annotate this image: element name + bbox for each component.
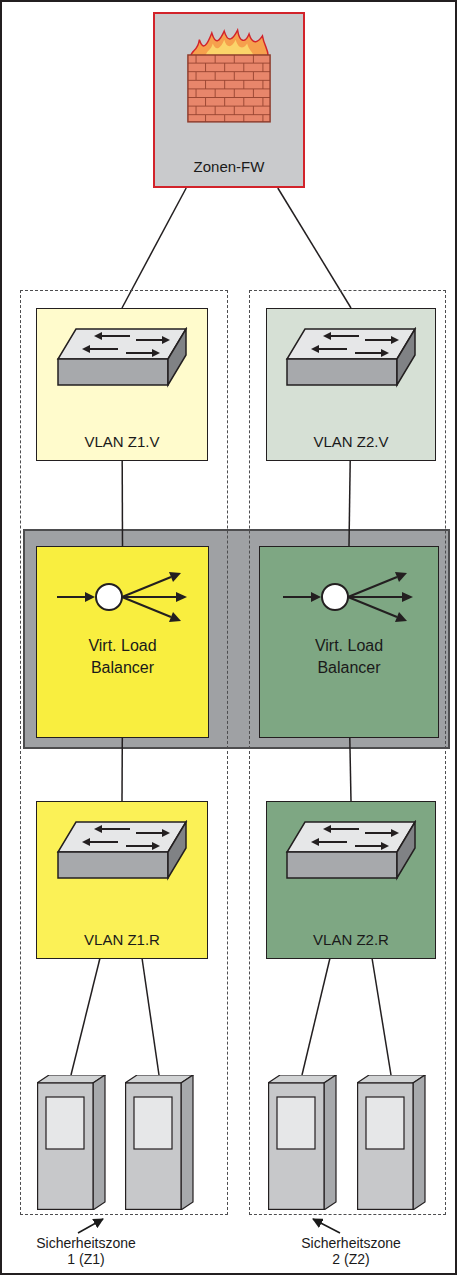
vlan-switch-box: VLAN Z2.V	[266, 308, 436, 461]
node-label: Zonen-FW	[194, 158, 265, 176]
node-icon	[279, 567, 419, 627]
vlan-switch-box: VLAN Z2.R	[266, 801, 436, 959]
load-balancer-box: Virt. Load Balancer	[259, 546, 439, 738]
zone-label: Sicherheitszone 2 (Z2)	[298, 1235, 404, 1267]
node-label: VLAN Z2.V	[313, 433, 388, 451]
security-zone: Sicherheitszone 1 (Z1)VLAN Z1.VVirt. Loa…	[20, 290, 228, 1215]
node-label: Virt. Load Balancer	[294, 635, 404, 679]
node-label: Virt. Load Balancer	[68, 635, 178, 679]
connector-line	[121, 738, 123, 801]
firewall-box: Zonen-FW	[153, 12, 305, 188]
node-icon	[186, 28, 272, 124]
load-balancer-box: Virt. Load Balancer	[36, 546, 209, 738]
connector-line	[350, 738, 351, 801]
node-icon	[53, 567, 193, 627]
node-icon	[56, 820, 188, 882]
connector-line	[349, 461, 350, 546]
security-zone: Sicherheitszone 2 (Z2)VLAN Z2.VVirt. Loa…	[249, 290, 446, 1215]
server-icon	[37, 1075, 105, 1210]
server-icon	[125, 1075, 193, 1210]
node-label: VLAN Z1.V	[84, 433, 159, 451]
node-label: VLAN Z1.R	[84, 931, 160, 949]
zone-label: Sicherheitszone 1 (Z1)	[33, 1235, 139, 1267]
zone-pointer	[313, 1219, 340, 1233]
node-icon	[285, 327, 417, 389]
server-icon	[268, 1075, 336, 1210]
zone-pointer	[78, 1219, 103, 1233]
server-icon	[357, 1075, 425, 1210]
connector-line	[121, 461, 123, 546]
server-wires	[71, 958, 391, 1075]
vlan-switch-box: VLAN Z1.V	[36, 308, 208, 461]
node-icon	[56, 327, 188, 389]
load-balancer-band	[24, 530, 449, 748]
vlan-switch-box: VLAN Z1.R	[36, 801, 208, 959]
node-label: VLAN Z2.R	[313, 931, 389, 949]
node-icon	[285, 820, 417, 882]
